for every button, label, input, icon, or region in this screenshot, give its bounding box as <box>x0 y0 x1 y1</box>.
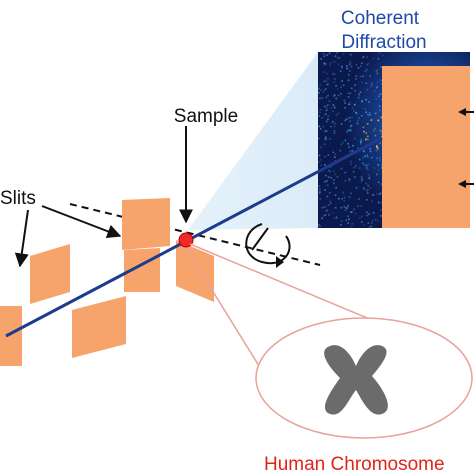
title-line-1: Coherent <box>341 8 420 29</box>
chromosome-icon <box>324 345 388 415</box>
specimen-label: Human Chromosome <box>264 454 445 474</box>
sample-dot <box>178 232 194 248</box>
xray-beam <box>5 136 383 338</box>
rotation-axis <box>69 203 321 266</box>
slit-pair-right <box>176 240 214 302</box>
slits-label: Slits <box>0 188 36 209</box>
slit-pair-left <box>0 244 126 366</box>
sample-label: Sample <box>174 106 238 127</box>
beamstop-upper <box>382 66 470 138</box>
slits-pointer-1 <box>14 209 29 268</box>
title-line-2: Diffraction <box>341 32 426 53</box>
slits-pointer-2 <box>41 205 122 239</box>
beamstop-lower <box>382 138 470 228</box>
slit-pair-middle <box>122 198 170 292</box>
rotation-icon <box>245 223 291 265</box>
